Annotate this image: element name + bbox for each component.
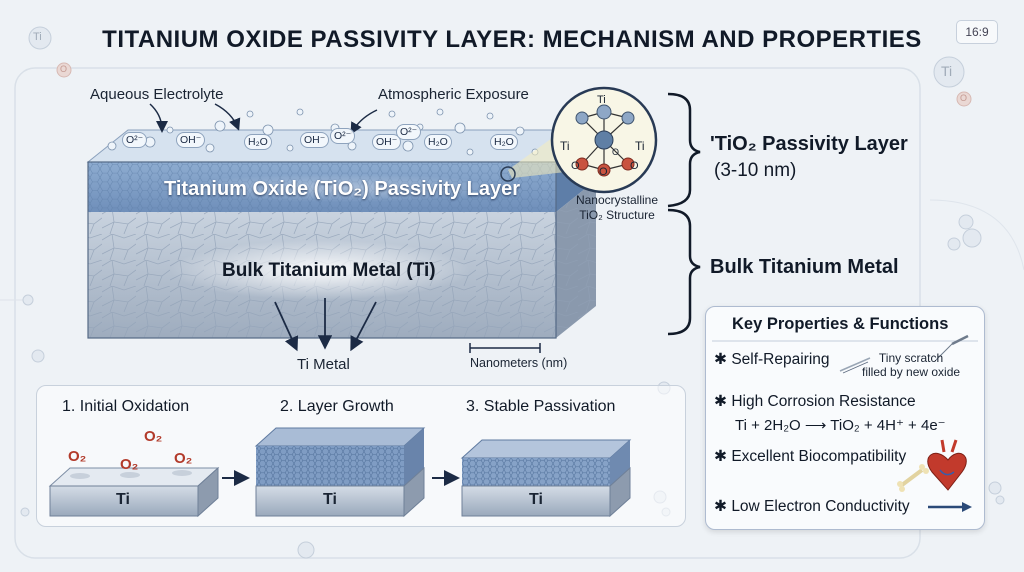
corrosion-equation: Ti + 2H₂O ⟶ TiO₂ + 4H⁺ + 4e⁻ — [735, 417, 946, 434]
scale-label: Nanometers (nm) — [470, 356, 568, 370]
property-item: ✱ Low Electron Conductivity — [714, 497, 910, 516]
bulk-bracket-title: Bulk Titanium Metal — [710, 256, 899, 278]
star-bullet-icon: ✱ — [714, 393, 727, 410]
molecule-label: OH⁻ — [372, 134, 402, 150]
scratch-caption-line1: Tiny scratch — [878, 351, 944, 365]
ti-metal-label: Ti Metal — [297, 356, 350, 373]
molecule-label: OH⁻ — [176, 132, 206, 148]
star-bullet-icon: ✱ — [714, 498, 727, 515]
molecule-label: O²⁻ — [122, 132, 148, 148]
electrolyte-label: Aqueous Electrolyte — [90, 86, 224, 103]
scratch-icon — [839, 357, 871, 372]
o2-molecule-label: O₂ — [144, 428, 163, 445]
property-label: High Corrosion Resistance — [731, 393, 916, 410]
molecule-label: H₂O — [490, 134, 518, 150]
step-base-label: Ti — [529, 491, 543, 508]
step-title: 3. Stable Passivation — [466, 398, 616, 415]
ti-atom-decor-icon — [933, 56, 965, 88]
atom-label: O — [612, 147, 620, 157]
step-title: 1. Initial Oxidation — [62, 398, 190, 415]
atom-label: O — [599, 166, 608, 178]
o-atom-decor-icon — [56, 62, 72, 78]
property-item: ✱ Excellent Biocompatibility — [714, 447, 906, 466]
property-label: Low Electron Conductivity — [731, 498, 910, 515]
o2-molecule-label: O₂ — [174, 450, 193, 467]
bulk-bracket — [667, 208, 701, 336]
molecule-label: H₂O — [424, 134, 452, 150]
molecule-label: H₂O — [244, 134, 272, 150]
star-bullet-icon: ✱ — [714, 351, 727, 368]
nanocrystalline-line2: TiO₂ Structure — [579, 208, 655, 222]
atmosphere-label: Atmospheric Exposure — [378, 86, 529, 103]
bone-icon — [897, 464, 929, 492]
o2-molecule-label: O₂ — [68, 448, 87, 465]
o-atom-decor-icon — [956, 91, 972, 107]
properties-heading: Key Properties & Functions — [732, 315, 949, 333]
atom-label: Ti — [635, 139, 645, 153]
step-base-label: Ti — [323, 491, 337, 508]
molecule-label: O²⁻ — [396, 124, 422, 140]
key-properties-panel — [705, 306, 985, 530]
layer-bracket-title: 'TiO₂ Passivity Layer — [710, 133, 908, 155]
heart-icon — [927, 439, 967, 491]
property-label: Excellent Biocompatibility — [731, 448, 907, 465]
decor-label: Ti — [33, 31, 42, 43]
o-atom-icon — [597, 163, 611, 177]
step-title: 2. Layer Growth — [280, 398, 394, 415]
atom-label: Ti — [597, 94, 606, 106]
molecule-label: OH⁻ — [300, 132, 330, 148]
ti-atom-icon — [596, 104, 612, 120]
layer-thickness: (3-10 nm) — [714, 160, 797, 181]
decor-label: O — [960, 93, 968, 103]
scratch-caption-line2: filled by new oxide — [862, 365, 961, 379]
atom-label: O — [630, 160, 639, 172]
crystal-structure — [575, 104, 635, 177]
page-title: TITANIUM OXIDE PASSIVITY LAYER: MECHANIS… — [102, 26, 922, 53]
nanocrystalline-line1: Nanocrystalline — [575, 193, 659, 207]
ti-atom-decor-icon — [28, 26, 52, 50]
star-bullet-icon: ✱ — [714, 448, 727, 465]
atom-label: Ti — [560, 139, 570, 153]
ti-atom-icon — [594, 130, 614, 150]
property-item: ✱ High Corrosion Resistance — [714, 392, 916, 411]
property-item: ✱ Self-Repairing — [714, 350, 830, 369]
ti-atom-icon — [575, 111, 589, 125]
decor-label: Ti — [941, 63, 953, 79]
scalpel-icon — [935, 334, 969, 361]
bulk-metal-label: Bulk Titanium Metal (Ti) — [222, 260, 436, 281]
o-atom-icon — [621, 157, 635, 171]
decor-label: O — [60, 64, 68, 74]
property-label: Self-Repairing — [731, 351, 830, 368]
nanocrystalline-label: Nanocrystalline TiO₂ Structure — [562, 193, 672, 223]
scratch-caption: Tiny scratch filled by new oxide — [862, 351, 960, 379]
oxide-layer-label: Titanium Oxide (TiO₂) Passivity Layer — [164, 178, 521, 200]
ti-atom-icon — [621, 111, 635, 125]
o-atom-icon — [575, 157, 589, 171]
atom-label: O — [571, 160, 580, 172]
step-base-label: Ti — [116, 491, 130, 508]
layer-bracket — [667, 92, 701, 208]
o2-molecule-label: O₂ — [120, 456, 139, 473]
molecule-label: O²⁻ — [330, 128, 356, 144]
aspect-ratio-badge: 16:9 — [956, 20, 998, 44]
